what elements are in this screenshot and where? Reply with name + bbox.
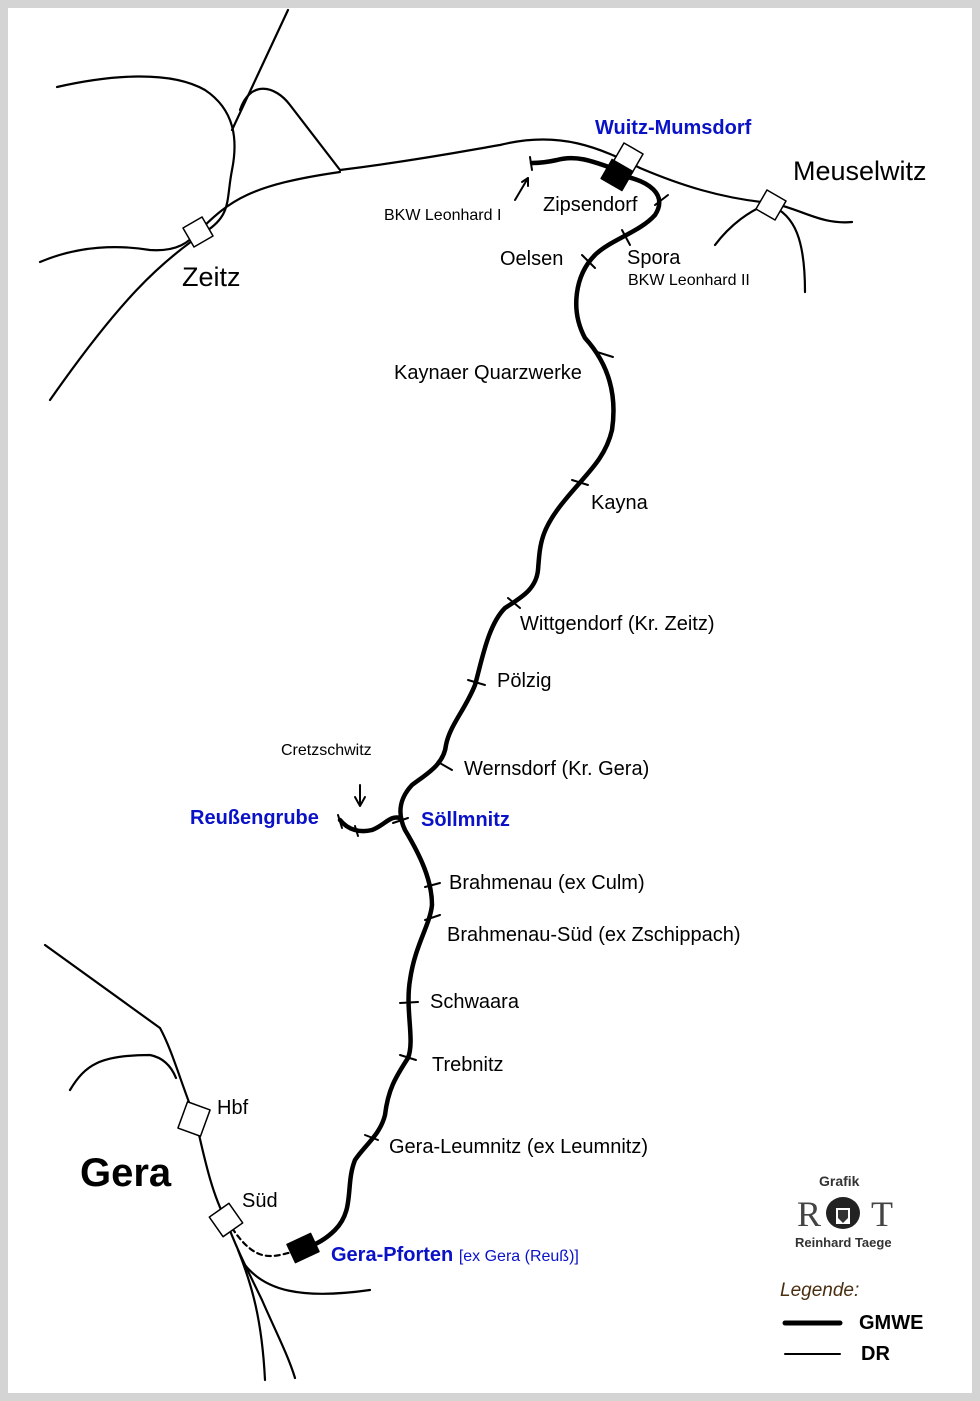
city-meuselwitz: Meuselwitz	[793, 156, 927, 186]
stop-ticks	[337, 156, 669, 1141]
credit-author: Reinhard Taege	[795, 1235, 892, 1250]
legend-label-gmwe: GMWE	[859, 1312, 924, 1334]
annotation-cretzschwitz: Cretzschwitz	[281, 742, 372, 759]
station-gera-pforten	[286, 1232, 320, 1264]
dr-line	[68, 1053, 178, 1092]
stop-label: Brahmenau (ex Culm)	[449, 872, 645, 894]
stop-label: Brahmenau-Süd (ex Zschippach)	[447, 924, 741, 946]
terminal-gera-pforten: Gera-Pforten [ex Gera (Reuß)]	[331, 1245, 579, 1265]
terminal-wuitz: Wuitz-Mumsdorf	[595, 117, 752, 139]
station-wuitz-gmwe	[600, 158, 634, 192]
station-zeitz	[182, 216, 214, 248]
gera-pforten-name: Gera-Pforten	[331, 1244, 454, 1266]
stop-label: Schwaara	[430, 991, 519, 1013]
stop-label: Wittgendorf (Kr. Zeitz)	[520, 613, 715, 635]
terminal-soellmnitz: Söllmnitz	[421, 809, 510, 831]
city-zeitz: Zeitz	[182, 262, 241, 292]
city-gera: Gera	[80, 1151, 172, 1195]
stop-label: BKW Leonhard II	[628, 272, 750, 289]
gmwe-lines	[302, 155, 662, 1251]
stop-label: Pölzig	[497, 670, 552, 692]
legend-title: Legende:	[780, 1280, 860, 1301]
bkw-leonhard-i-spur	[529, 155, 620, 173]
station-meuselwitz	[755, 189, 787, 221]
annotation-bkw-leonhard-i: BKW Leonhard I	[384, 207, 502, 224]
stop-label: Oelsen	[500, 248, 564, 270]
stop-label: Gera-Leumnitz (ex Leumnitz)	[389, 1136, 648, 1158]
dr-line	[243, 1263, 372, 1295]
legend-lines	[782, 1320, 843, 1355]
station-gera-hbf	[177, 1100, 211, 1138]
map-sheet: Zeitz Meuselwitz Gera Hbf Süd Wuitz-Mums…	[8, 8, 972, 1393]
dr-line	[48, 75, 236, 402]
logo-letter-t: T	[871, 1194, 893, 1234]
gera-pforten-former-name: [ex Gera (Reuß)]	[458, 1248, 579, 1265]
stop-label: Kaynaer Quarzwerke	[394, 362, 582, 384]
credit-grafik: Grafik	[819, 1173, 860, 1189]
stop-label: Zipsendorf	[543, 194, 638, 216]
stop-label: Trebnitz	[432, 1054, 504, 1076]
dr-connection-dashed	[230, 1226, 294, 1258]
station-label-hbf: Hbf	[217, 1097, 249, 1119]
rail-map	[38, 8, 860, 1382]
logo-letter-r: R	[797, 1194, 822, 1234]
station-gera-sued	[208, 1202, 244, 1238]
dr-line	[230, 8, 290, 132]
stop-label: Wernsdorf (Kr. Gera)	[464, 758, 650, 780]
stop-label: Kayna	[591, 492, 648, 514]
dr-line	[236, 1248, 267, 1382]
gmwe-main-line	[302, 172, 662, 1251]
legend-label-dr: DR	[861, 1343, 890, 1365]
station-label-sued: Süd	[242, 1190, 278, 1212]
reussengrube-spur	[337, 815, 403, 834]
stop-label: Spora	[627, 247, 681, 269]
terminal-reussengrube: Reußengrube	[190, 807, 319, 829]
dr-line	[38, 170, 342, 264]
logo-eagle-icon	[826, 1197, 860, 1229]
